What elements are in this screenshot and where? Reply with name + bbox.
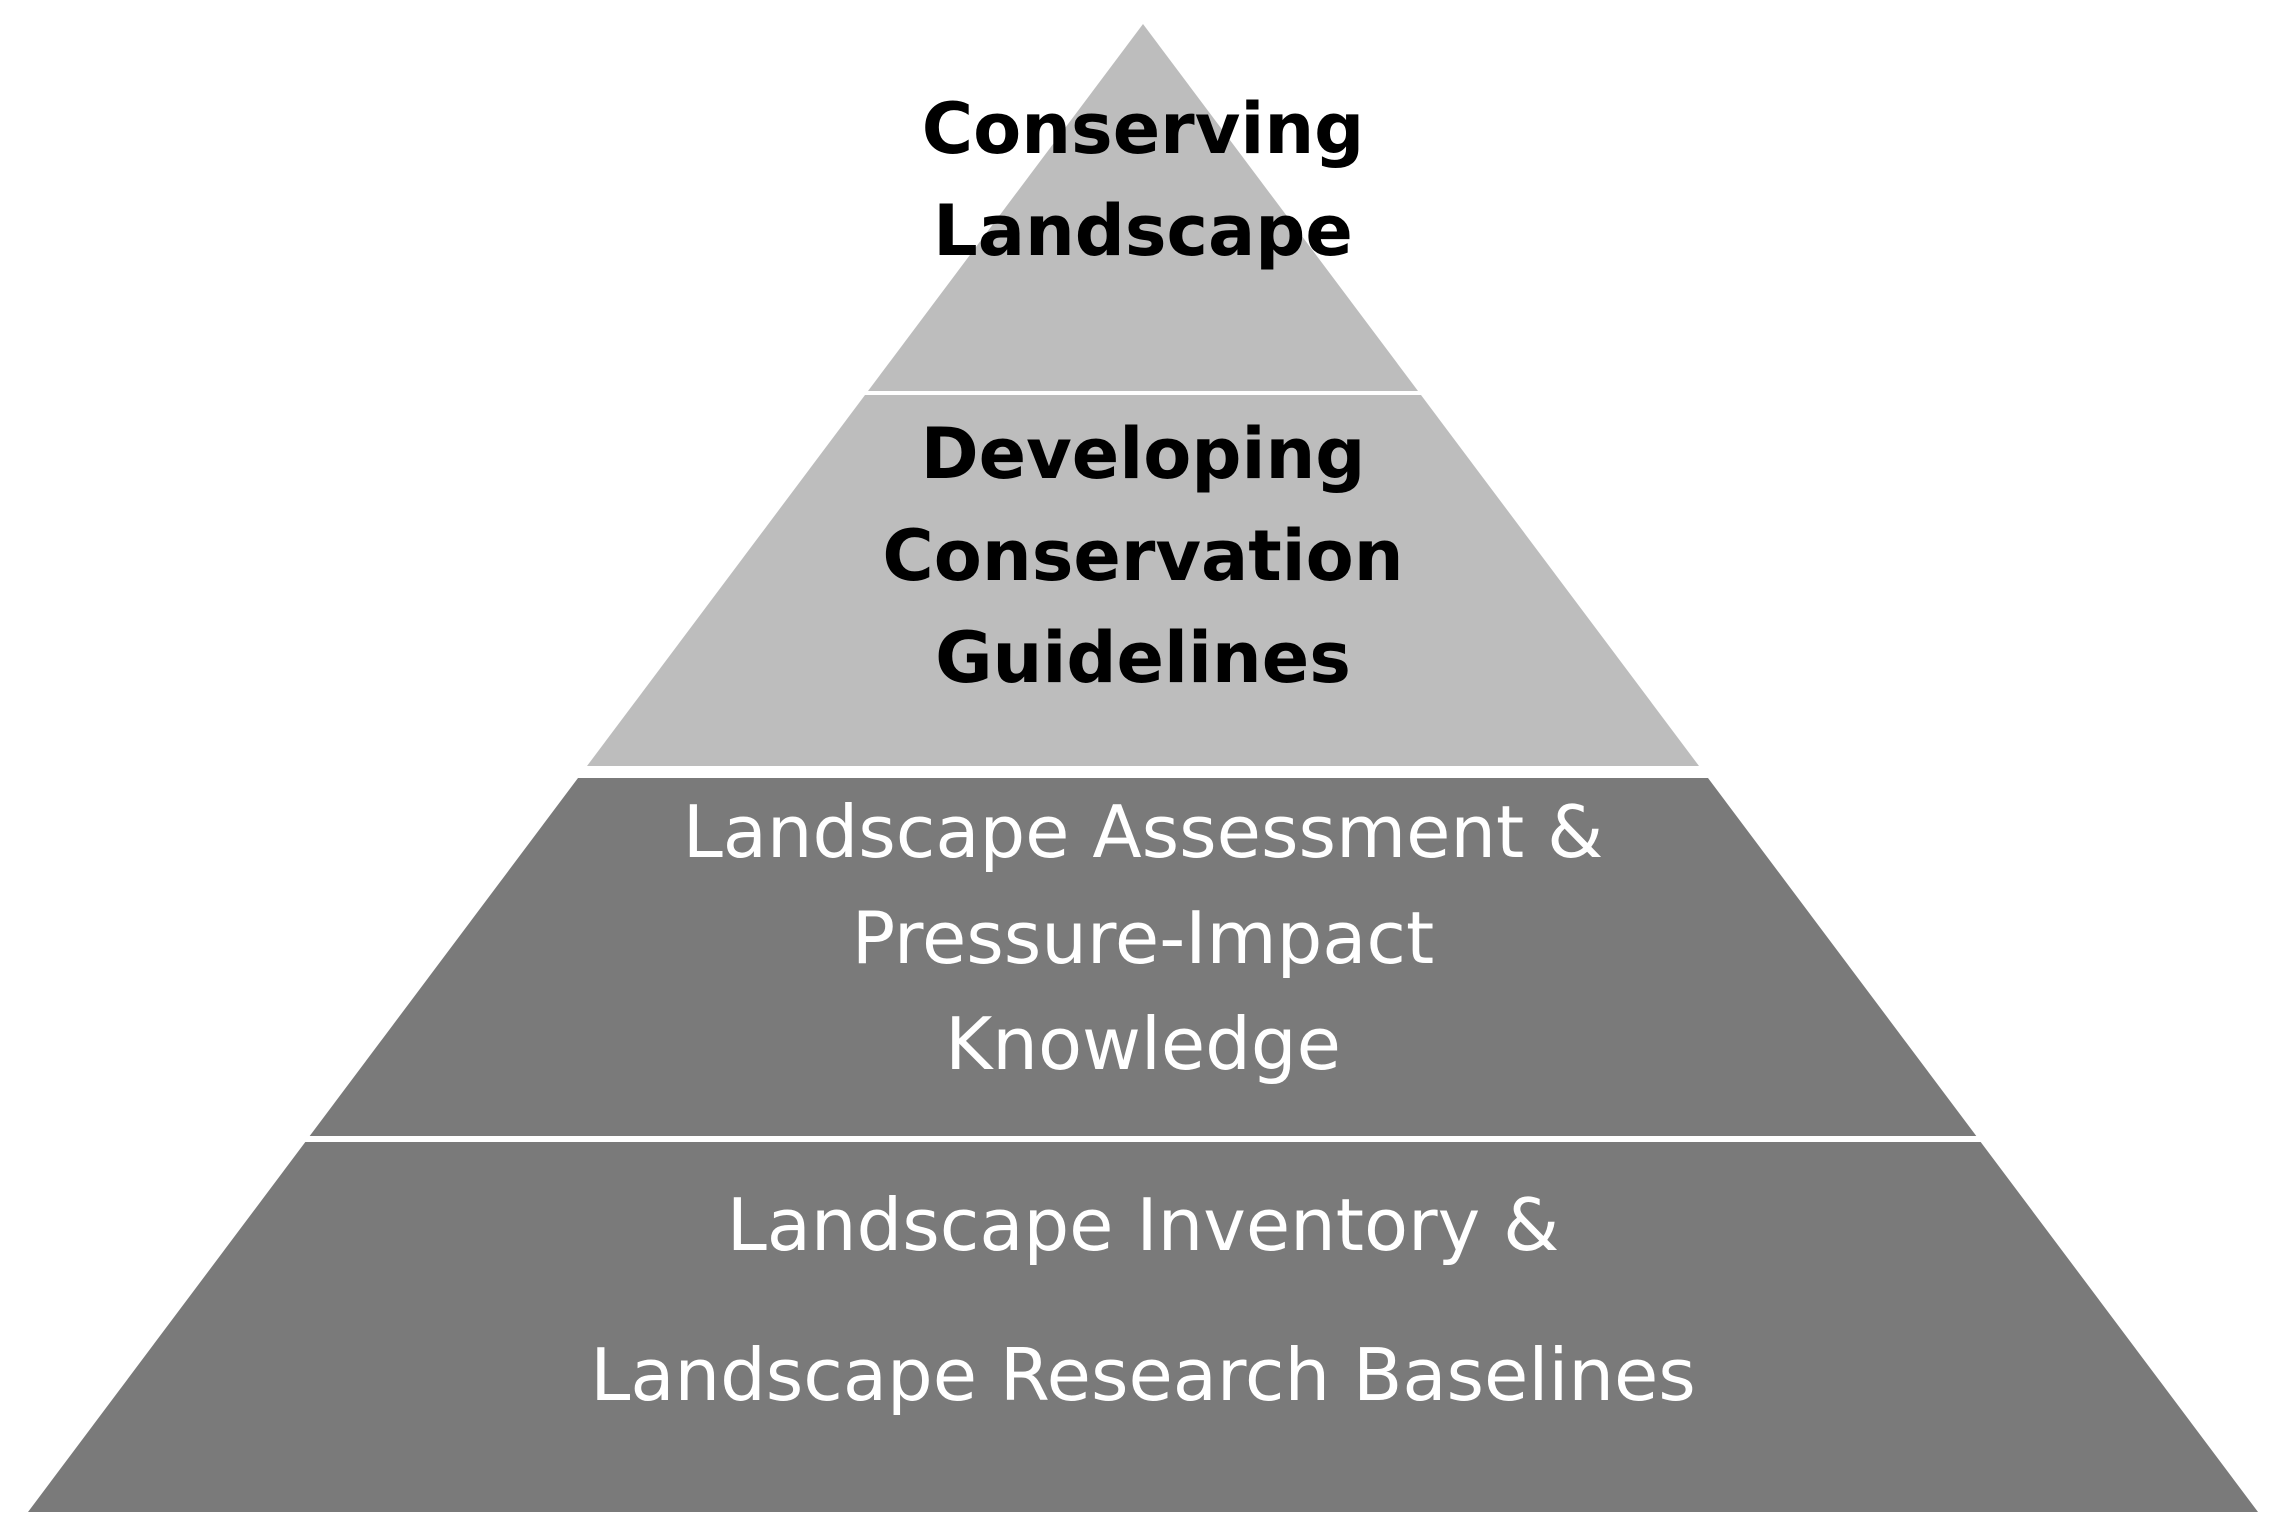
tier-label-landscape-assessment-line-3: Knowledge [945,1002,1341,1086]
tier-label-developing-conservation-guidelines-line-1: Developing [921,413,1366,495]
tier-label-landscape-assessment-line-2: Pressure-Impact [852,896,1434,980]
tier-label-developing-conservation-guidelines-line-2: Conservation [882,515,1403,597]
tier-developing-conservation-guidelines [587,395,1699,766]
tier-landscape-assessment [309,778,1977,1136]
pyramid-labels: ConservingLandscapeDevelopingConservatio… [590,88,1696,1417]
tier-label-landscape-inventory-line-1: Landscape Inventory & [727,1183,1560,1267]
tier-label-landscape-inventory-line-2: Landscape Research Baselines [590,1333,1696,1417]
tier-label-developing-conservation-guidelines-line-3: Guidelines [935,617,1351,699]
tier-conserving-landscape [868,24,1418,391]
tier-label-conserving-landscape-line-2: Landscape [933,190,1353,272]
tier-label-conserving-landscape-line-1: Conserving [922,88,1365,170]
tier-landscape-inventory [28,1142,2258,1512]
tier-label-landscape-assessment-line-1: Landscape Assessment & [683,790,1604,874]
pyramid-tiers [28,24,2258,1512]
